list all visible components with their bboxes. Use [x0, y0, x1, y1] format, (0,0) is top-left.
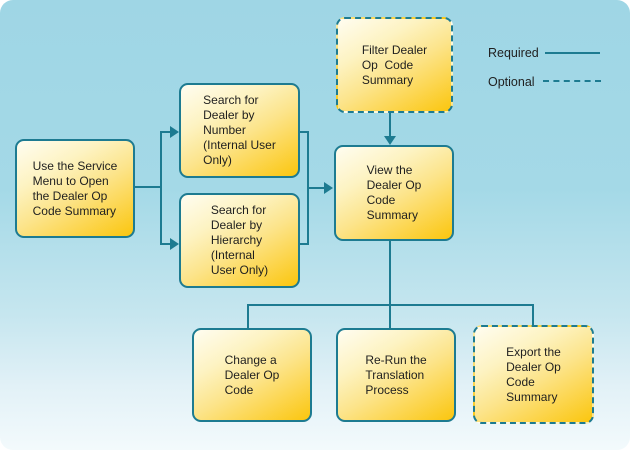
connector-left-split — [160, 131, 162, 245]
connector-number-out — [300, 131, 309, 133]
arrowhead-view-icon — [324, 182, 333, 194]
node-change-op-code-label: Change a Dealer Op Code — [224, 352, 280, 397]
arrowhead-filter-view-icon — [384, 136, 396, 145]
connector-bottom-bar — [247, 304, 534, 306]
node-search-by-hierarchy: Search for Dealer by Hierarchy (Internal… — [179, 193, 300, 288]
node-rerun-translation-label: Re-Run the Translation Process — [365, 352, 427, 397]
connector-filter-down — [389, 113, 391, 137]
connector-hierarchy-out — [300, 243, 309, 245]
arrowhead-hierarchy-icon — [170, 238, 179, 250]
connector-drop-export — [532, 304, 534, 326]
connector-start-out — [135, 186, 162, 188]
node-rerun-translation: Re-Run the Translation Process — [336, 328, 456, 422]
node-view-summary: View the Dealer Op Code Summary — [334, 145, 454, 241]
connector-to-hierarchy — [160, 243, 171, 245]
legend-required-line — [545, 52, 600, 54]
arrowhead-number-icon — [170, 126, 179, 138]
connector-to-view — [307, 187, 325, 189]
node-start: Use the Service Menu to Open the Dealer … — [15, 139, 135, 238]
node-export-summary-label: Export the Dealer Op Code Summary — [506, 344, 561, 404]
node-search-by-number-label: Search for Dealer by Number (Internal Us… — [203, 93, 276, 167]
node-filter-summary-label: Filter Dealer Op Code Summary — [361, 42, 428, 87]
node-search-by-hierarchy-label: Search for Dealer by Hierarchy (Internal… — [210, 203, 269, 277]
node-view-summary-label: View the Dealer Op Code Summary — [366, 163, 422, 222]
connector-to-number — [160, 131, 171, 133]
legend-optional-line — [543, 80, 601, 82]
node-search-by-number: Search for Dealer by Number (Internal Us… — [179, 83, 300, 178]
node-filter-summary: Filter Dealer Op Code Summary — [336, 17, 453, 113]
legend-optional-label: Optional — [488, 75, 535, 89]
connector-view-down — [389, 241, 391, 328]
connector-drop-change — [247, 304, 249, 328]
node-change-op-code: Change a Dealer Op Code — [192, 328, 312, 422]
node-start-label: Use the Service Menu to Open the Dealer … — [32, 158, 118, 218]
node-export-summary: Export the Dealer Op Code Summary — [473, 325, 594, 424]
legend-required-label: Required — [488, 46, 539, 60]
